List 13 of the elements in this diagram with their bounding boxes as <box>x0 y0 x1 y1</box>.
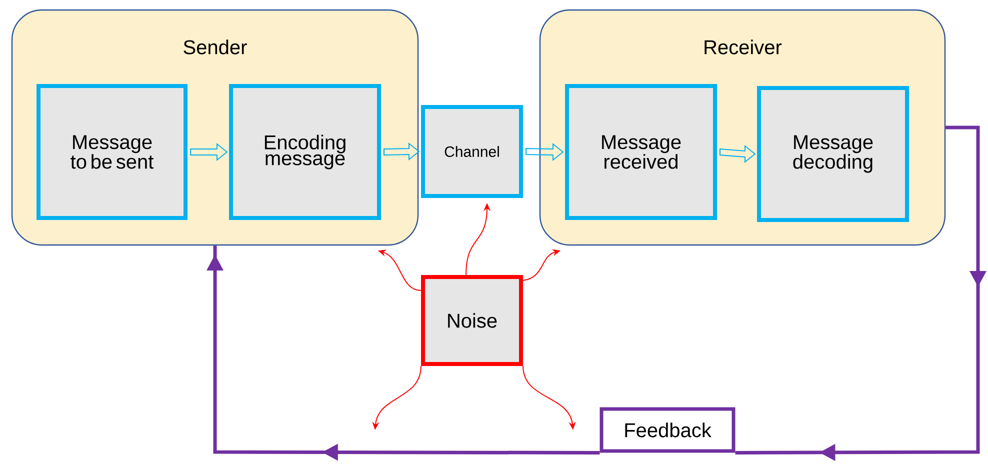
arrow <box>206 246 600 461</box>
process-box: Message decoding <box>757 86 909 222</box>
arrow <box>384 142 420 161</box>
noise-box: Noise <box>421 275 523 366</box>
process-box: Message received <box>565 84 717 220</box>
process-box: Message to be sent <box>36 84 188 220</box>
arrow <box>190 142 228 162</box>
channel-box: Channel <box>421 105 523 198</box>
feedback-box: Feedback <box>600 407 736 453</box>
process-box: Encoding message <box>229 84 381 220</box>
arrow <box>720 144 756 164</box>
arrow <box>526 142 564 162</box>
arrow <box>735 126 987 461</box>
